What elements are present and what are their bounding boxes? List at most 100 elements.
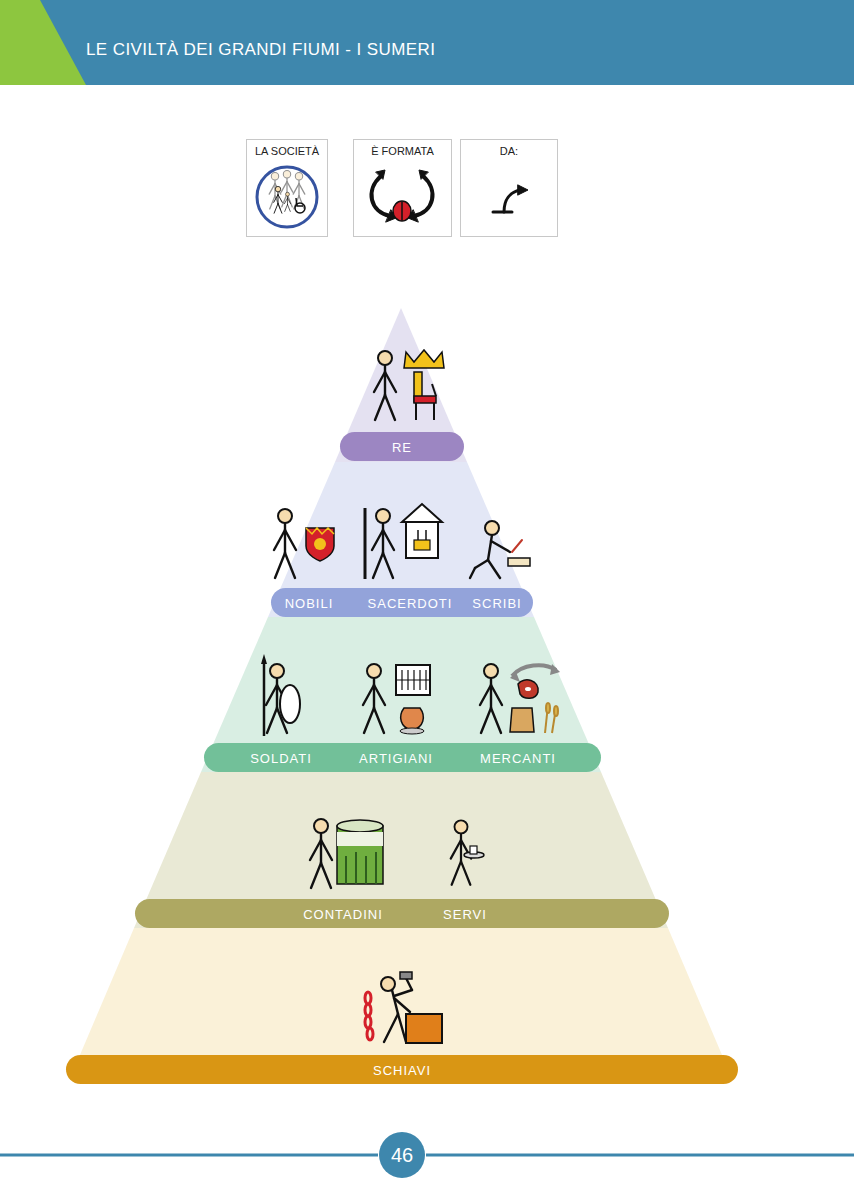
king-figure-part [432, 384, 436, 396]
artisan-figure [363, 664, 430, 734]
card-label: DA: [500, 145, 518, 157]
priest-figure-part [402, 504, 442, 522]
form-symbol-part [371, 176, 390, 216]
king-figure-part [374, 351, 396, 420]
noble-figure-part [314, 538, 326, 550]
scribe-figure-part [491, 541, 510, 552]
footer-rule-part [0, 1154, 378, 1157]
peasant-figure-part [337, 826, 383, 884]
class-label: SOLDATI [250, 750, 312, 765]
slave-figure-part [406, 1014, 442, 1043]
title-text: LE CIVILTÀ DEI GRANDI FIUMI - I SUMERI [86, 40, 435, 59]
class-label: SCRIBI [472, 595, 521, 610]
priest-figure-part [414, 540, 430, 550]
society-symbol-part [284, 192, 290, 211]
artisan-figure-part [363, 664, 385, 733]
scribe-figure-part [485, 521, 499, 535]
slave-figure-part-part [365, 1004, 371, 1016]
artisan-figure-part [401, 708, 424, 730]
society-symbol [257, 167, 317, 227]
scribe-figure-part [512, 540, 522, 552]
soldier-figure-part [280, 685, 300, 723]
priest-figure-part [417, 530, 419, 540]
page-title: LE CIVILTÀ DEI GRANDI FIUMI - I SUMERI [86, 40, 435, 60]
scribe-figure-part [475, 560, 488, 568]
peasant-figure-part [337, 832, 383, 846]
servant-figure-part [470, 846, 477, 854]
society-symbol-part [296, 198, 303, 206]
level-band: NOBILI SACERDOTI SCRIBI [271, 588, 533, 617]
society-symbol-part [281, 171, 293, 207]
king-figure-part [414, 396, 436, 403]
artisan-figure-part [396, 665, 430, 695]
peasant-figure-part-part [345, 856, 347, 884]
peasant-figure-part-part [375, 852, 377, 884]
merchant-figure [480, 664, 560, 733]
servant-figure [451, 820, 484, 884]
slave-figure-part-part [394, 998, 410, 1012]
form-symbol-part [393, 201, 411, 221]
noble-figure-part [306, 528, 334, 534]
slave-figure-part-part [365, 992, 371, 1004]
form-symbol-part [376, 170, 385, 179]
slave-figure-part-part [365, 1016, 371, 1028]
card-box: LA SOCIETÀ [246, 139, 328, 237]
priest-figure-part [406, 522, 438, 558]
artisan-figure-part [400, 728, 424, 734]
society-symbol-part [274, 186, 283, 213]
priest-figure [365, 504, 442, 579]
soldier-figure-part [263, 660, 266, 736]
merchant-figure-part [480, 664, 502, 733]
artisan-figure-part [396, 670, 430, 690]
merchant-figure-part [512, 665, 556, 676]
slave-figure-part-part [384, 1014, 398, 1042]
class-label: SACERDOTI [368, 595, 453, 610]
level-band: RE [340, 432, 464, 461]
peasant-figure [310, 819, 383, 888]
pyramid-part [201, 617, 601, 772]
priest-figure-part [372, 509, 394, 578]
noble-figure [274, 509, 334, 578]
merchant-figure-part [518, 680, 538, 698]
merchant-figure-part [525, 687, 531, 691]
from-symbol-part [518, 185, 528, 195]
card-label: LA SOCIETÀ [255, 145, 319, 157]
peasant-figure-part-part [365, 856, 367, 884]
form-symbol [371, 170, 432, 222]
card-label: È FORMATA [371, 145, 434, 157]
level-band: CONTADINISERVI [135, 899, 669, 928]
society-symbol-part [257, 167, 317, 227]
peasant-figure-part-part [355, 852, 357, 884]
slave-figure-part [365, 992, 373, 1040]
king-figure [374, 350, 444, 420]
header-bar-part [0, 0, 86, 85]
slave-figure-part-part [394, 990, 412, 996]
slave-figure-part-part [400, 972, 412, 979]
level-band: SOLDATIARTIGIANIMERCANTI [204, 743, 601, 772]
merchant-figure-part [545, 703, 558, 733]
scribe-figure-part [470, 568, 475, 578]
scribe-figure-part [488, 560, 500, 578]
card-box: DA: [460, 139, 558, 237]
class-label: MERCANTI [480, 750, 556, 765]
noble-figure-part [274, 509, 296, 578]
pyramid-part [268, 462, 534, 617]
class-label: NOBILI [285, 595, 334, 610]
peasant-figure-part [346, 852, 376, 884]
class-label: SERVI [443, 906, 487, 921]
page-number: 46 [391, 1144, 413, 1167]
peasant-figure-part [337, 820, 383, 832]
pyramid-part [74, 928, 728, 1069]
header-bar [0, 0, 854, 85]
king-figure-part [415, 403, 417, 420]
merchant-figure-part-part [554, 706, 558, 716]
scribe-figure [470, 521, 530, 578]
page-number-badge: 46 [379, 1132, 425, 1178]
slave-figure-part-part [367, 1028, 373, 1040]
scribe-figure-part [488, 535, 492, 560]
king-figure-part [433, 403, 435, 420]
card-box: È FORMATA [353, 139, 452, 237]
from-symbol [493, 185, 528, 212]
slave-figure-part-part [381, 977, 395, 991]
